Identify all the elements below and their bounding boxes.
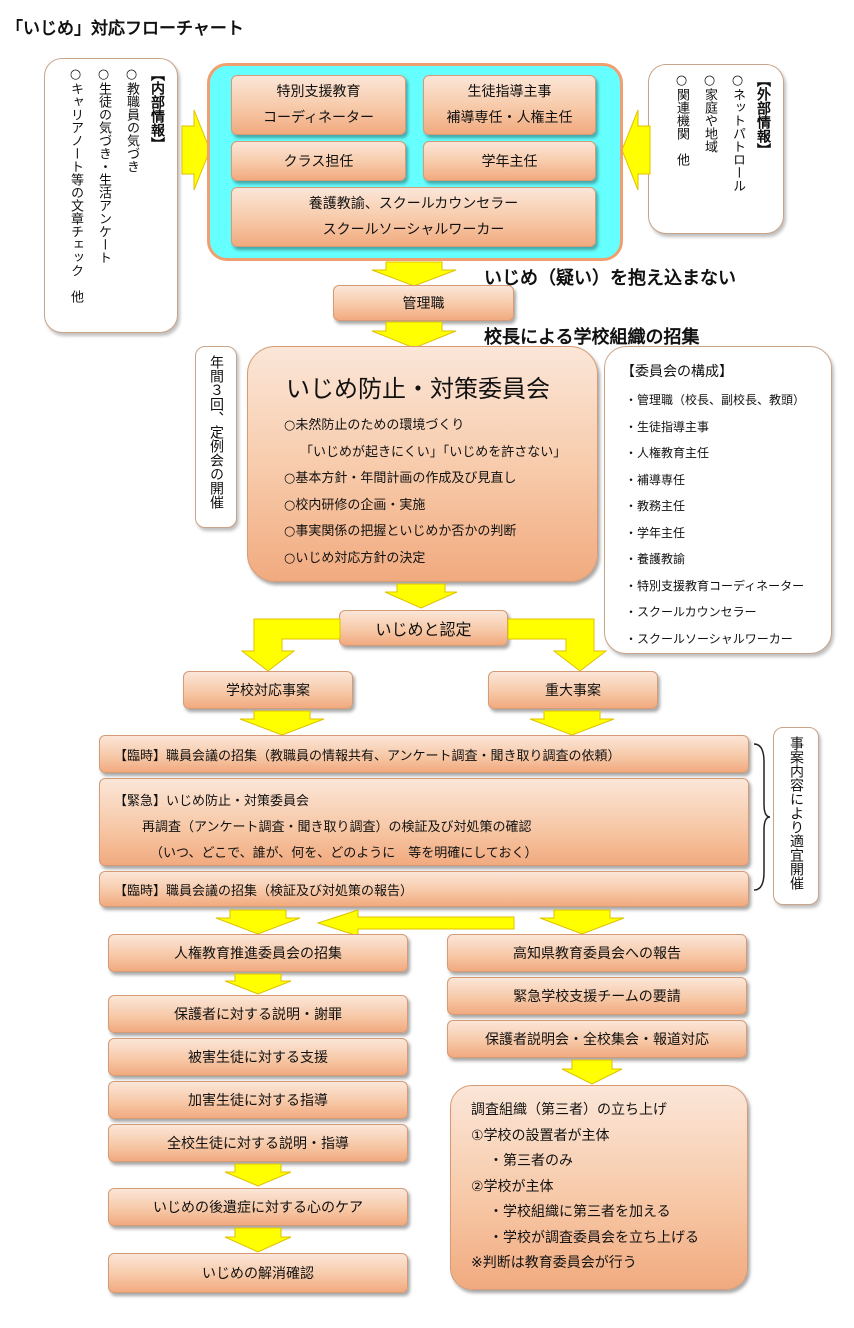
external-info-heading: 【外部情報】 (755, 73, 771, 157)
committee-box: いじめ防止・対策委員会 ○未然防止のための環境づくり 「いじめが起きにくい」「い… (247, 346, 598, 582)
step-report-staff-meeting: 【臨時】職員会議の招集（検証及び対処策の報告） (99, 871, 749, 907)
internal-info-box: 【内部情報】 ○教職員の気づき ○生徒の気づき・生活アンケート ○キャリアノート… (44, 58, 178, 333)
committee-title: いじめ防止・対策委員会 (286, 375, 550, 403)
committee-item: ○いじめ対応方針の決定 (284, 550, 426, 566)
committee-item: ○事実関係の把握といじめか否かの判断 (284, 524, 517, 539)
admin-box: 管理職 (333, 285, 514, 321)
homeroom-teacher-box: クラス担任 (231, 141, 406, 181)
nurse-counselor-box: 養護教諭、スクールカウンセラー スクールソーシャルワーカー (231, 187, 596, 247)
committee-item: ○校内研修の企画・実施 (284, 497, 426, 513)
committee-item: 「いじめが起きにくい」「いじめを許さない」 (300, 444, 567, 460)
committee-item: ○未然防止のための環境づくり (284, 418, 465, 433)
left-flow-step: 加害生徒に対する指導 (108, 1081, 408, 1119)
right-flow-step: 高知県教育委員会への報告 (447, 934, 747, 972)
slogan-principal-convene: 校長による学校組織の招集 (484, 327, 700, 348)
step-emergency-staff-meeting: 【臨時】職員会議の招集（教職員の情報共有、アンケート調査・聞き取り調査の依頼） (99, 735, 749, 773)
left-flow-step: 人権教育推進委員会の招集 (108, 934, 408, 972)
member-item: ・学年主任 (625, 525, 686, 540)
left-arrow-icon (621, 109, 651, 191)
down-arrow-icon (224, 973, 292, 995)
member-item: ・人権教育主任 (625, 446, 710, 460)
left-flow-step: いじめの後遺症に対する心のケア (108, 1188, 408, 1226)
internal-info-item: ○キャリアノート等の文章チェック 他 (68, 67, 83, 303)
down-arrow-icon (371, 261, 457, 287)
member-item: ・スクールソーシャルワーカー (625, 631, 793, 646)
internal-info-heading: 【内部情報】 (149, 67, 165, 151)
guidance-director-box: 生徒指導主事 補導専任・人権主任 (423, 75, 596, 135)
member-item: ・養護教諭 (625, 552, 686, 566)
external-info-item: ○ネットパトロール (730, 73, 745, 192)
internal-info-item: ○生徒の気づき・生活アンケート (96, 67, 111, 264)
down-arrow-icon (539, 909, 625, 935)
grade-head-box: 学年主任 (423, 141, 596, 181)
external-info-box: 【外部情報】 ○ネットパトロール ○家庭や地域 ○関連機関 他 (648, 64, 784, 234)
slogan-no-holding: いじめ（疑い）を抱え込まない (484, 268, 736, 289)
right-flow-step: 保護者説明会・全校集会・報道対応 (447, 1020, 747, 1058)
right-arrow-icon (181, 109, 211, 191)
left-flow-step: 保護者に対する説明・謝罪 (108, 995, 408, 1033)
down-arrow-icon (384, 583, 458, 609)
left-arrow-icon (316, 909, 515, 937)
left-flow-step: 全校生徒に対する説明・指導 (108, 1124, 408, 1162)
left-flow-step: いじめの解消確認 (108, 1253, 408, 1293)
investigation-box: 調査組織（第三者）の立ち上げ ①学校の設置者が主体 ・第三者のみ ②学校が主体 … (450, 1085, 748, 1290)
down-arrow-icon (224, 1163, 292, 1187)
brace-icon (753, 743, 771, 891)
committee-item: ○基本方針・年間計画の作成及び見直し (284, 471, 517, 486)
member-item: ・管理職（校長、副校長、教頭） (625, 393, 806, 407)
down-arrow-icon (215, 909, 301, 935)
down-arrow-icon (561, 1059, 623, 1085)
meetings-note: 年間３回、定例会の開催 (195, 346, 237, 528)
split-left-arrow-icon (240, 618, 341, 672)
left-flow-step: 被害生徒に対する支援 (108, 1038, 408, 1076)
school-case-box: 学校対応事案 (183, 671, 353, 709)
down-arrow-icon (371, 321, 457, 349)
down-arrow-icon (239, 710, 325, 736)
special-support-coordinator-box: 特別支援教育 コーディネーター (231, 75, 406, 135)
right-flow-step: 緊急学校支援チームの要請 (447, 977, 747, 1015)
side-note-box: 事案内容により適宜開催 (773, 727, 819, 905)
member-item: ・特別支援教育コーディネーター (625, 578, 805, 593)
down-arrow-icon (529, 710, 615, 736)
recognized-box: いじめと認定 (339, 610, 508, 646)
members-heading: 【委員会の構成】 (621, 364, 733, 380)
page-title: 「いじめ」対応フローチャート (6, 19, 244, 39)
internal-info-item: ○教職員の気づき (124, 67, 139, 173)
member-item: ・補導専任 (625, 472, 686, 487)
external-info-item: ○関連機関 他 (674, 73, 689, 166)
split-right-arrow-icon (507, 618, 608, 672)
serious-case-box: 重大事案 (488, 671, 658, 709)
down-arrow-icon (224, 1227, 292, 1253)
external-info-item: ○家庭や地域 (702, 73, 717, 153)
member-item: ・教務主任 (625, 499, 686, 513)
step-urgent-committee: 【緊急】いじめ防止・対策委員会 再調査（アンケート調査・聞き取り調査）の検証及び… (99, 778, 749, 866)
member-item: ・スクールカウンセラー (625, 605, 757, 619)
member-item: ・生徒指導主事 (625, 419, 710, 434)
committee-members-box: 【委員会の構成】 ・管理職（校長、副校長、教頭） ・生徒指導主事 ・人権教育主任… (604, 346, 832, 654)
